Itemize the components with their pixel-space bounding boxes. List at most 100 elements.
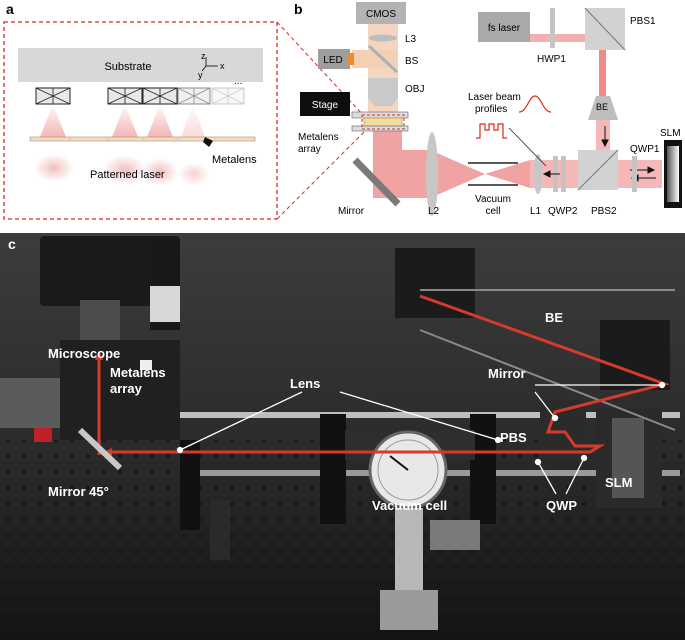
stage-label: Stage: [312, 100, 339, 111]
metalens-array-photo-label-2: array: [110, 381, 143, 396]
pbs-photo-label: PBS: [500, 430, 527, 445]
camera-ring: [150, 286, 180, 322]
lens-mount-2: [320, 414, 346, 524]
substrate-label: Substrate: [104, 61, 151, 73]
metalens-array-label-2: array: [298, 144, 321, 155]
be-rod-bottom: [419, 329, 676, 431]
waveplate-qwp1: [632, 156, 637, 192]
fs-laser-label: fs laser: [488, 23, 521, 34]
pbs1-label: PBS1: [630, 16, 656, 27]
obj-label: OBJ: [405, 84, 424, 95]
l2-label: L2: [428, 206, 440, 217]
patterned-profile-icon: [476, 123, 507, 139]
stage-mount: [60, 340, 180, 440]
hwp1-label: HWP1: [537, 54, 566, 65]
small-white-piece: [140, 360, 152, 370]
stage-box: [300, 92, 350, 116]
beam-slm: [617, 160, 662, 188]
lens-l2: [426, 132, 438, 216]
qwp2-label: QWP2: [548, 206, 578, 217]
metalens-cells: [35, 87, 245, 137]
cmos-label: CMOS: [366, 9, 396, 20]
zoom-box: [361, 114, 405, 130]
metalens-array-photo-label-1: Metalens: [110, 365, 166, 380]
panel-b-letter: b: [294, 1, 303, 17]
profile-pointer: [508, 127, 547, 167]
lens-mount-1: [180, 440, 200, 530]
mirror-label: Mirror: [338, 206, 365, 217]
post-lens1: [210, 500, 230, 560]
red-beam-path: [97, 294, 671, 455]
vacuum-cell-label-2: cell: [485, 206, 500, 217]
gauge-needle: [389, 455, 409, 471]
metalens-cell-3: [142, 87, 178, 137]
metalens-cell-2: [107, 87, 143, 137]
be-label: BE: [596, 102, 608, 112]
beam-focus-right: [485, 160, 530, 188]
mirror-45-photo: [77, 427, 123, 471]
gaussian-profile-icon: [518, 95, 552, 113]
microscope-label: Microscope: [48, 346, 120, 361]
metalens-cell-1: [35, 87, 71, 137]
axes-icon: [201, 57, 218, 72]
axis-z-label: z: [201, 51, 206, 61]
led-emitter: [348, 53, 354, 65]
waveplate-hwp1: [550, 8, 555, 48]
beamsplitter-bs: [367, 44, 399, 74]
lens-photo-label: Lens: [290, 376, 320, 391]
panel-a: a Substrate z x y ...: [3, 1, 278, 220]
bs-label: BS: [405, 56, 419, 67]
metalens-array-chip: [363, 117, 403, 127]
focal-plane: [29, 136, 256, 142]
slm-screen: [667, 146, 679, 202]
beam-expander: [588, 96, 618, 120]
patterned-laser-spots: [34, 154, 210, 186]
laser-beam-profiles-label-2: profiles: [475, 104, 507, 115]
microscope-body: [40, 236, 180, 306]
metalens-marker: [203, 137, 213, 147]
metalens-cell-5: [211, 87, 245, 105]
lens-l3: [369, 34, 397, 42]
led-label: LED: [323, 55, 342, 66]
laser-beam-profiles-label-1: Laser beam: [468, 92, 521, 103]
mirror45-photo-label: Mirror 45°: [48, 484, 109, 499]
qwp-photo-label: QWP: [546, 498, 577, 513]
metalens-cell-4: [177, 87, 211, 137]
beam-vertical-upper: [599, 30, 606, 102]
beam-up-arrowhead: [95, 350, 103, 360]
l3-label: L3: [405, 34, 417, 45]
patterned-laser-label: Patterned laser: [90, 169, 165, 181]
mirror-45: [352, 157, 401, 207]
pbs2-label: PBS2: [591, 206, 617, 217]
axis-x-label: x: [220, 61, 225, 71]
annotation-lines: [176, 381, 666, 495]
cmos-box: [356, 2, 406, 24]
focal-plane-ticks: [69, 137, 179, 141]
valve-fitting: [380, 590, 438, 630]
beam-left-arrowhead: [104, 448, 112, 456]
vacuum-cell-photo-label: Vacuum cell: [372, 498, 447, 513]
panel-b: b CMOS L3 BS: [294, 1, 682, 217]
slm-label: SLM: [660, 128, 681, 139]
panel-c: c Microscope Metalens array Lens Mirror …: [0, 233, 685, 640]
slm-photo-label: SLM: [605, 475, 632, 490]
led-box: [318, 49, 350, 69]
be-mount-left: [395, 248, 475, 318]
ellipsis-label: ...: [234, 76, 242, 87]
red-knob: [34, 428, 52, 442]
slm-panel: [612, 418, 644, 498]
be-photo-label: BE: [545, 310, 563, 325]
mirror-photo-label: Mirror: [488, 366, 526, 381]
beam-expand: [430, 150, 485, 198]
substrate-slab: [18, 48, 263, 82]
rail-upper: [180, 412, 680, 418]
l1-label: L1: [530, 206, 542, 217]
qwp1-label: QWP1: [630, 144, 660, 155]
axis-y-label: y: [198, 70, 203, 80]
vacuum-cell-label-1: Vacuum: [475, 194, 511, 205]
metalens-label: Metalens: [212, 154, 257, 166]
mirror-mount-top: [600, 320, 670, 390]
stage-left: [0, 378, 60, 428]
metalens-array-label-1: Metalens: [298, 132, 339, 143]
